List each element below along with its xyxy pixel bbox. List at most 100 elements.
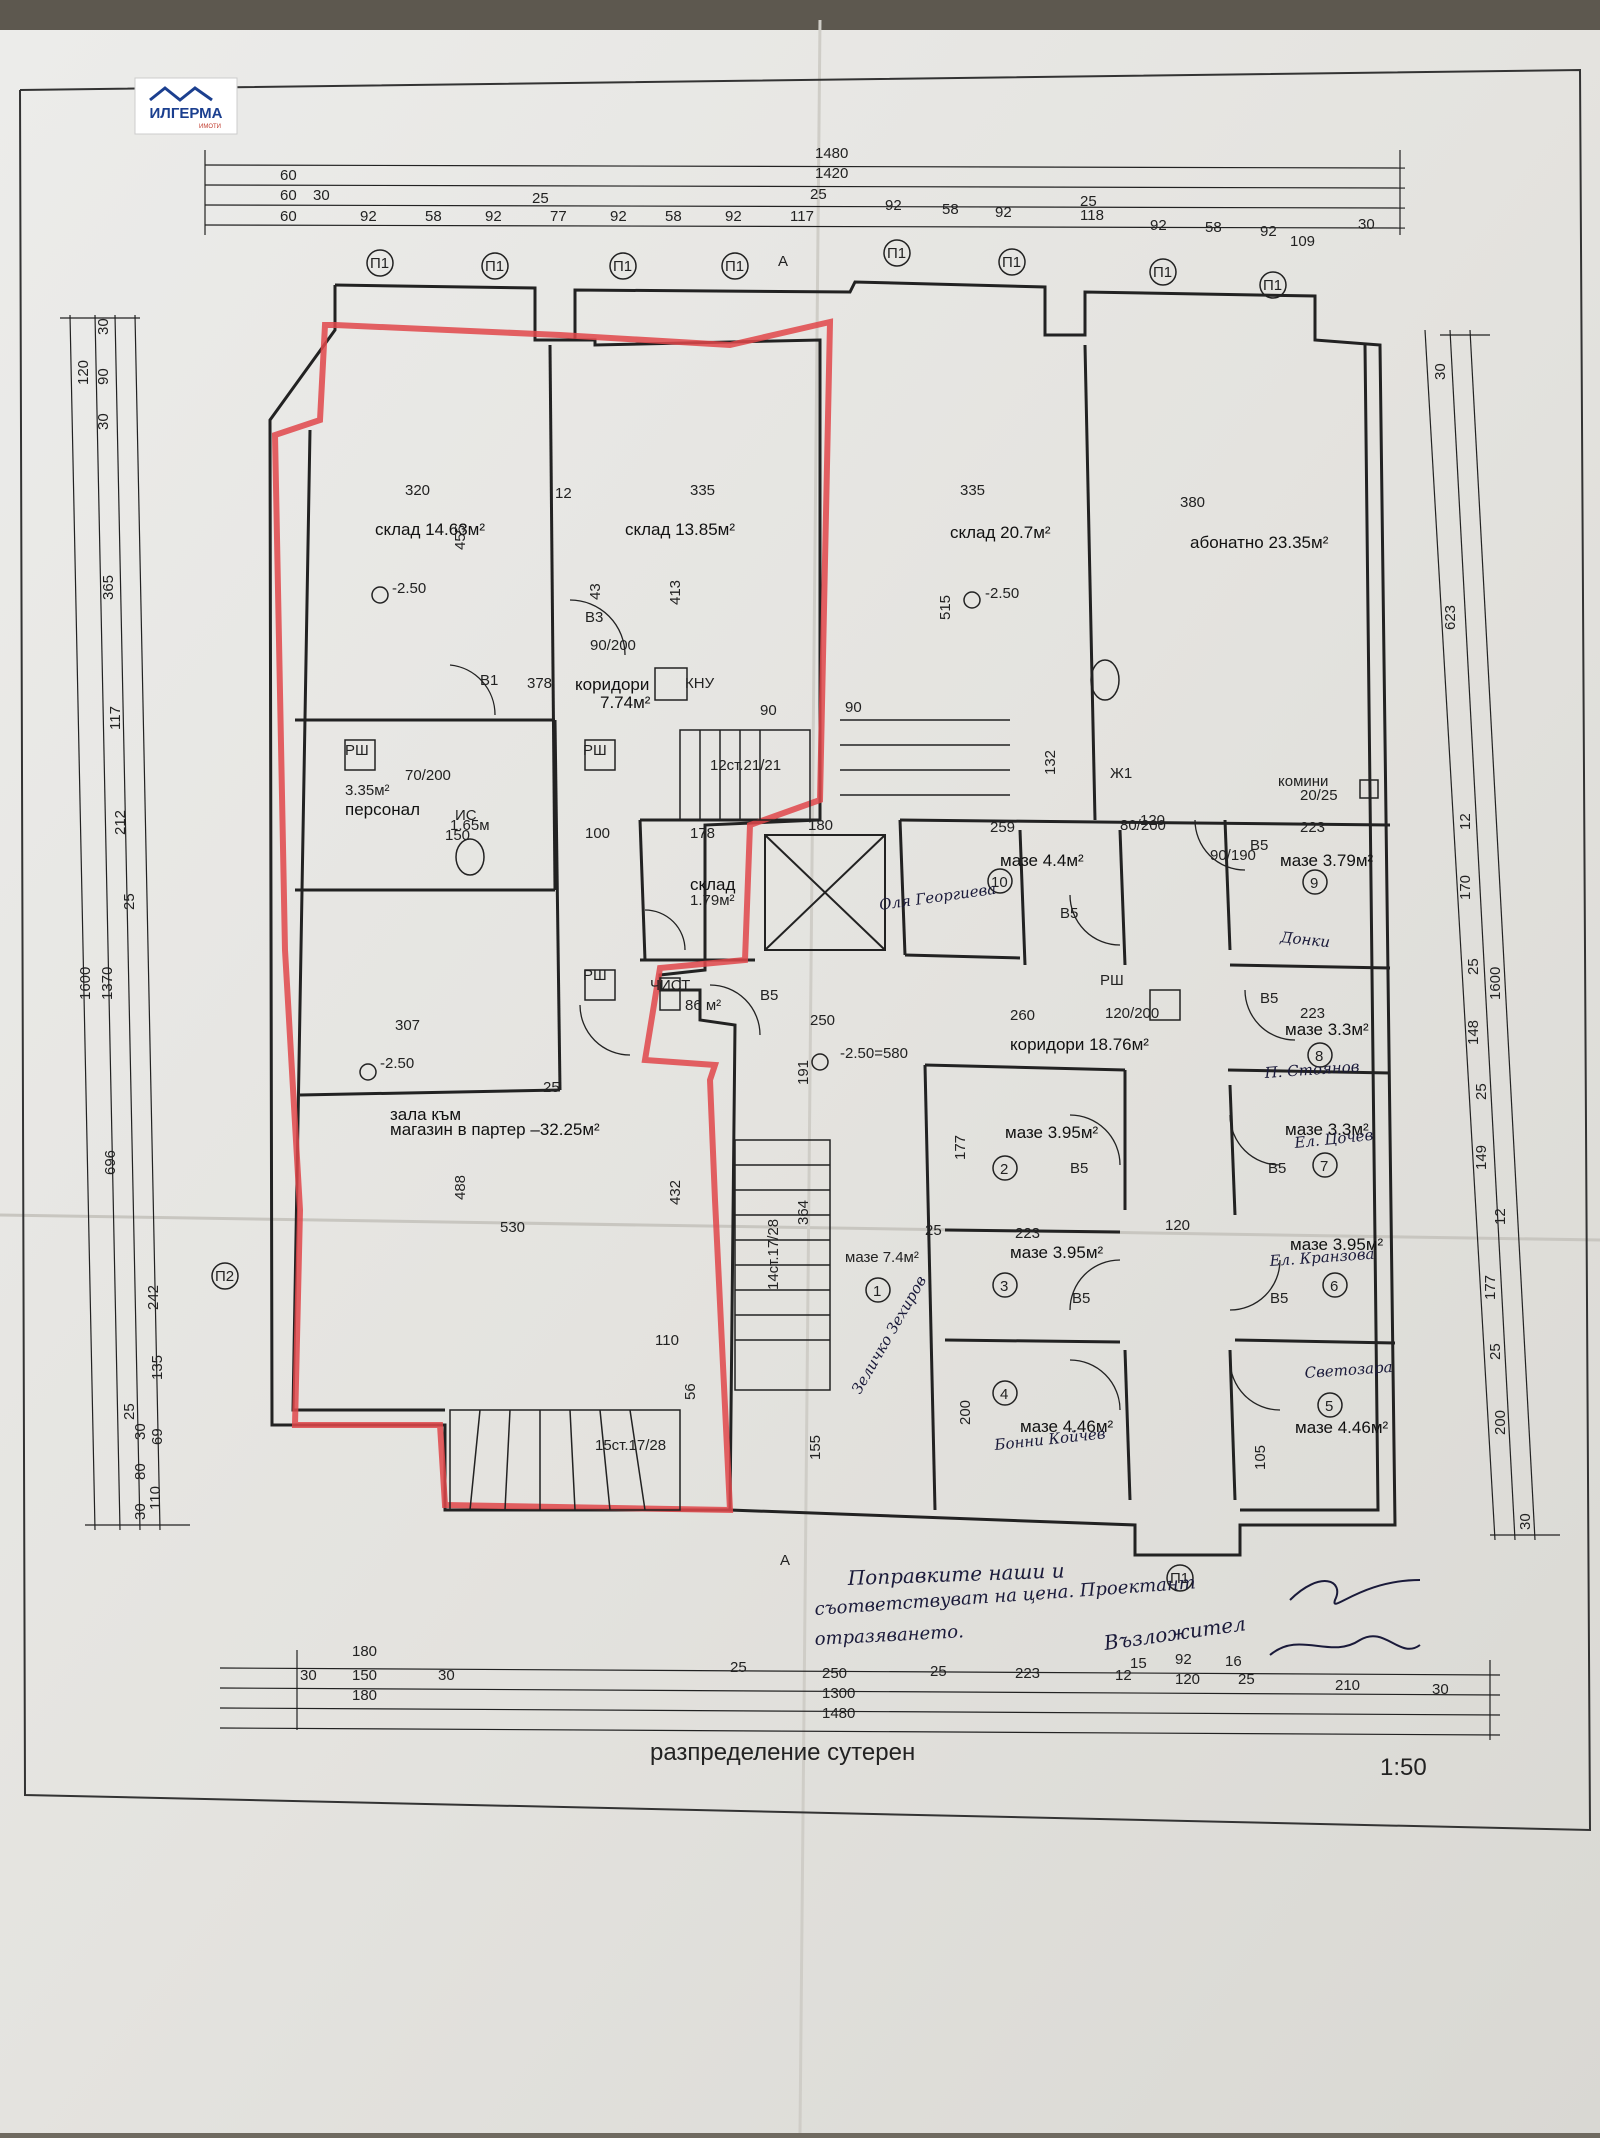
svg-text:25: 25 (1238, 1671, 1255, 1688)
svg-text:П1: П1 (485, 258, 504, 275)
chimney-size: 20/25 (1300, 787, 1338, 804)
svg-text:80/200: 80/200 (1120, 817, 1166, 834)
svg-text:43: 43 (587, 583, 604, 600)
svg-text:58: 58 (942, 201, 959, 218)
room-num-4: 4 (1000, 1386, 1008, 1403)
svg-text:100: 100 (585, 825, 610, 842)
svg-text:90: 90 (760, 702, 777, 719)
plan-scale: 1:50 (1380, 1754, 1427, 1781)
room-personal-area: 3.35м² (345, 782, 390, 799)
room-maze-1: мазе 7.4м² (845, 1249, 919, 1266)
svg-text:210: 210 (1335, 1677, 1360, 1694)
svg-text:В3: В3 (585, 609, 603, 626)
svg-text:В5: В5 (1268, 1160, 1286, 1177)
room-num-3: 3 (1000, 1278, 1008, 1295)
svg-text:П1: П1 (1002, 254, 1021, 271)
room-maze-8: мазе 3.3м² (1285, 1020, 1369, 1039)
svg-text:30: 30 (95, 318, 112, 335)
svg-text:110: 110 (147, 1486, 164, 1510)
fixtures (344, 659, 1379, 1021)
svg-text:В5: В5 (1070, 1160, 1088, 1177)
svg-text:30: 30 (1517, 1513, 1534, 1530)
room-num-6: 6 (1330, 1278, 1338, 1295)
svg-text:1300: 1300 (822, 1685, 855, 1702)
elevator-shaft (764, 834, 886, 951)
svg-text:70/200: 70/200 (405, 767, 451, 784)
svg-text:В5: В5 (1260, 990, 1278, 1007)
left-dimension-chain (60, 314, 190, 1531)
svg-text:30: 30 (132, 1503, 149, 1520)
svg-text:П1: П1 (887, 245, 906, 262)
logo-text: ИЛГЕРМА (150, 105, 223, 122)
svg-text:В5: В5 (1250, 837, 1268, 854)
red-marked-boundary (271, 318, 834, 1514)
stairs-label-2: 14ст.17/28 (765, 1219, 782, 1290)
svg-text:432: 432 (667, 1180, 684, 1205)
level-4: -2.50=580 (840, 1045, 908, 1062)
svg-text:117: 117 (790, 208, 814, 225)
room-maze-10-width: 259 (990, 819, 1015, 836)
svg-text:120: 120 (1175, 1671, 1200, 1688)
svg-text:118: 118 (1080, 207, 1104, 224)
door-swings (449, 599, 1296, 1411)
room-maze-5: мазе 4.46м² (1295, 1418, 1389, 1437)
svg-text:П1: П1 (1170, 1570, 1189, 1587)
svg-text:1480: 1480 (822, 1705, 855, 1722)
svg-text:92: 92 (485, 208, 502, 225)
svg-text:П2: П2 (215, 1268, 234, 1285)
svg-text:30: 30 (313, 187, 330, 204)
dim-inner-top: 1420 (815, 165, 848, 182)
rsh-label-1: РШ (345, 742, 369, 759)
svg-text:242: 242 (145, 1285, 162, 1310)
svg-text:155: 155 (807, 1435, 824, 1460)
room-hall: зала към (390, 1105, 461, 1124)
svg-text:117: 117 (107, 706, 124, 730)
room-corridor-2-width: 260 (1010, 1007, 1035, 1024)
room-maze-10: мазе 4.4м² (1000, 851, 1084, 870)
svg-text:30: 30 (1432, 1681, 1449, 1698)
stairs-label-3: 12ст.21/21 (710, 757, 781, 774)
chist-area: 86 м² (685, 997, 721, 1014)
svg-text:25: 25 (810, 186, 827, 203)
fold-line (0, 1213, 1600, 1242)
svg-text:180: 180 (808, 817, 833, 834)
svg-text:120: 120 (1165, 1217, 1190, 1234)
room-corridor-2: коридори 18.76м² (1010, 1035, 1149, 1054)
svg-text:В1: В1 (480, 672, 498, 689)
svg-text:150: 150 (352, 1667, 377, 1684)
svg-text:В5: В5 (1270, 1290, 1288, 1307)
room-hall-2: магазин в партер –32.25м² (390, 1120, 600, 1139)
svg-text:12: 12 (555, 485, 572, 502)
room-wc-area: 1.65м (450, 817, 490, 834)
svg-text:109: 109 (1290, 233, 1315, 250)
drawing-frame (19, 68, 1592, 1832)
svg-text:П1: П1 (1153, 264, 1172, 281)
svg-text:92: 92 (1175, 1651, 1192, 1668)
svg-text:58: 58 (1205, 219, 1222, 236)
svg-text:В5: В5 (1060, 905, 1078, 922)
room-maze-4: мазе 4.46м² (1020, 1417, 1114, 1436)
svg-text:25: 25 (543, 1079, 560, 1096)
svg-text:212: 212 (112, 810, 129, 835)
svg-text:12: 12 (1115, 1667, 1132, 1684)
section-marker-bottom: A (780, 1552, 790, 1569)
room-number-markers (865, 868, 1348, 1418)
svg-text:58: 58 (665, 208, 682, 225)
window-tag-labels: П1 П1 П1 П1 П1 П1 П1 П1 П1 П2 (215, 245, 1282, 1587)
svg-text:16: 16 (1225, 1653, 1242, 1670)
signature (1269, 1579, 1421, 1656)
knu-label: КНУ (685, 675, 715, 692)
right-dimension-labels: 1600 30 623 170 148 149 177 200 30 25 25… (1432, 363, 1534, 1530)
room-abonatno-width: 380 (1180, 494, 1205, 511)
svg-text:92: 92 (610, 208, 627, 225)
svg-text:90/190: 90/190 (1210, 847, 1256, 864)
right-dimension-chain (1424, 329, 1560, 1541)
level-1: -2.50 (392, 580, 426, 597)
room-num-10: 10 (991, 874, 1008, 891)
svg-text:90: 90 (845, 699, 862, 716)
room-hall-width-2: 530 (500, 1219, 525, 1236)
room-sklad-2-width: 335 (690, 482, 715, 499)
svg-text:П1: П1 (1263, 277, 1282, 294)
